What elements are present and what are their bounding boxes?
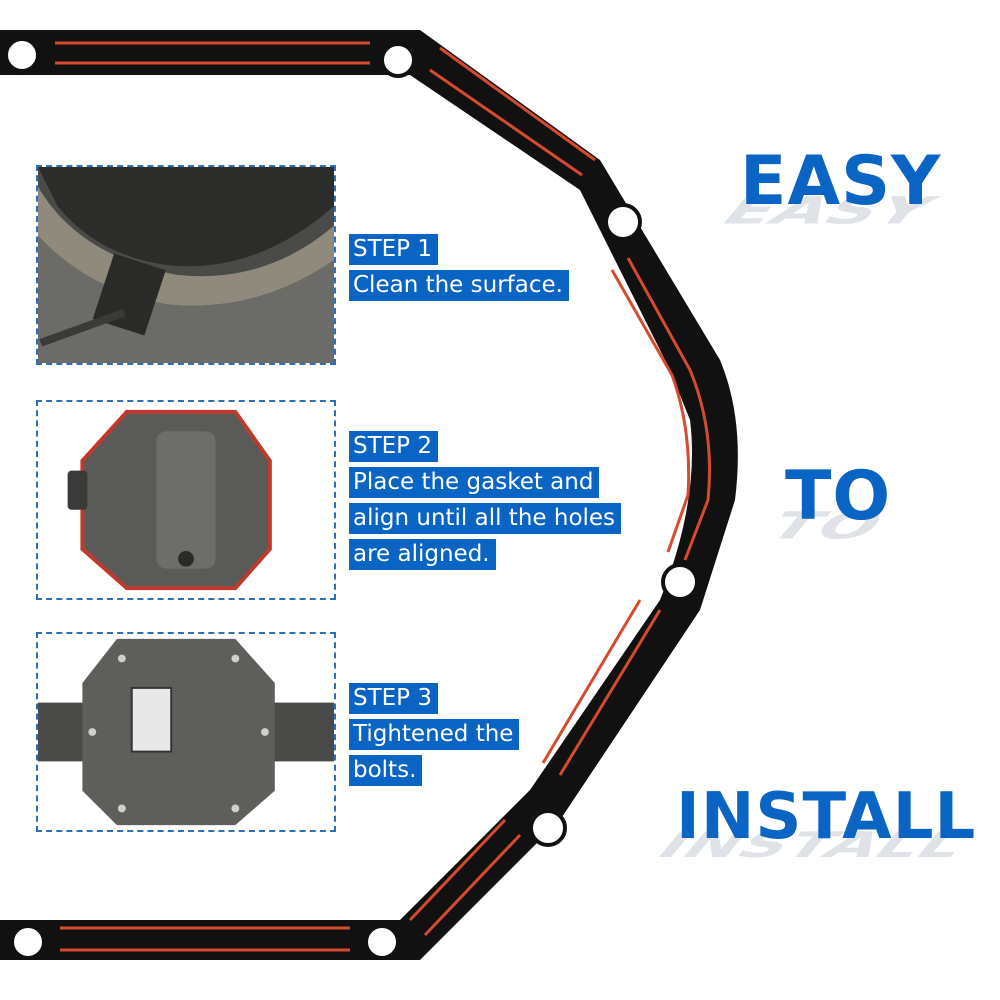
step-3-title: STEP 3 — [349, 683, 438, 714]
step-1-text: STEP 1 Clean the surface. — [349, 234, 569, 306]
step-2-text: STEP 2 Place the gasket and align until … — [349, 431, 622, 575]
headline-word-install: INSTALL INSTALL — [645, 780, 981, 866]
sealing-beads — [55, 41, 711, 952]
step-2-photo — [36, 400, 336, 600]
step-3-line-2: bolts. — [349, 755, 423, 786]
step-2-line-3: are aligned. — [349, 539, 496, 570]
step-3-photo — [36, 632, 336, 832]
gasket-placed-icon — [38, 402, 334, 598]
step-2-line-2: align until all the holes — [349, 503, 622, 534]
housing-cleaning-icon — [38, 167, 334, 363]
step-2-title: STEP 2 — [349, 431, 438, 462]
bolt-holes — [4, 37, 699, 960]
headline-word-easy: EASY EASY — [709, 142, 948, 233]
step-3-line-1: Tightened the — [349, 719, 520, 750]
headline-word-to: TO TO — [754, 457, 898, 548]
step-1-line-1: Clean the surface. — [349, 270, 569, 301]
step-3-text: STEP 3 Tightened the bolts. — [349, 683, 520, 791]
step-2-line-1: Place the gasket and — [349, 467, 600, 498]
cover-bolted-icon — [38, 634, 334, 830]
step-1-photo — [36, 165, 336, 365]
step-1-title: STEP 1 — [349, 234, 438, 265]
